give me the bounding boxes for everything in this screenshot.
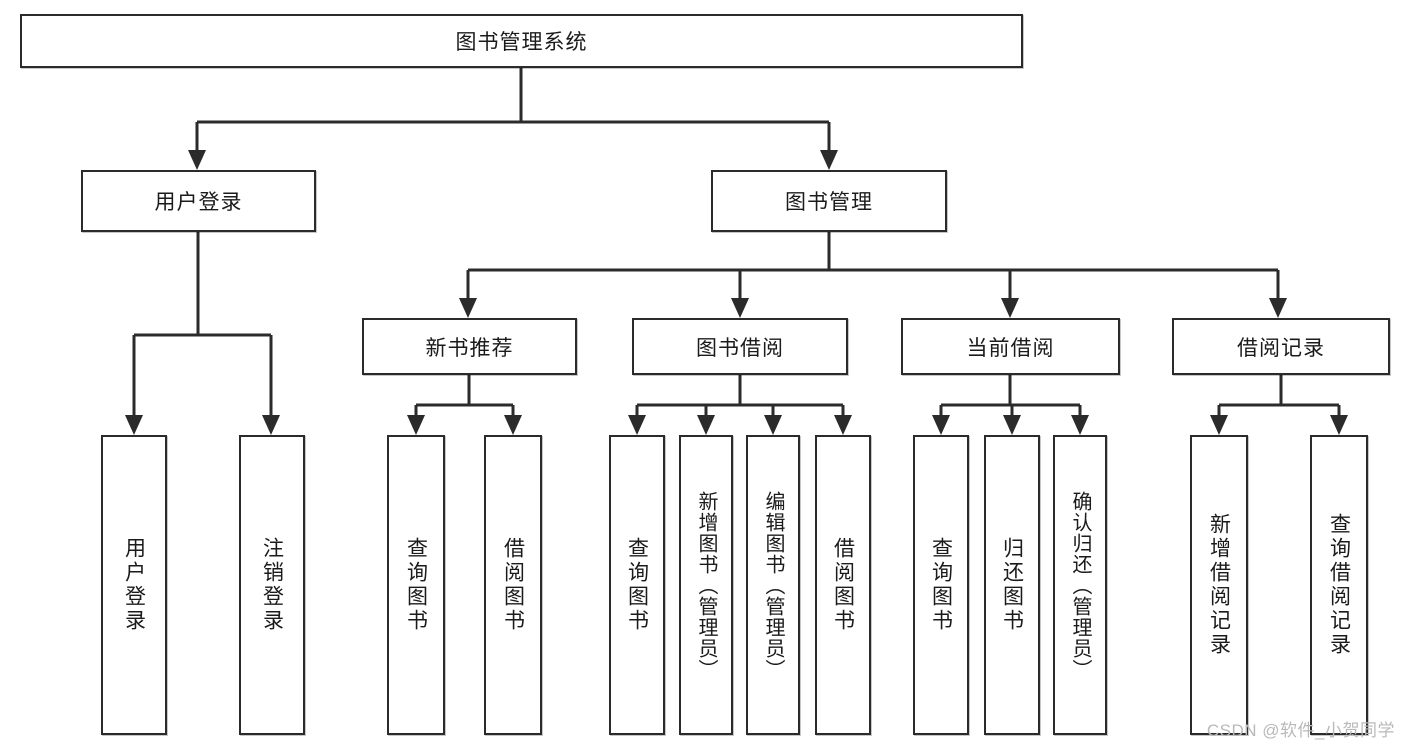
arrowhead-icon <box>504 415 522 435</box>
node-leaf-query-record[interactable]: 查询借阅记录 <box>1310 435 1368 735</box>
arrowhead-icon <box>1001 298 1019 318</box>
node-label: 图书借阅 <box>696 336 784 360</box>
node-leaf-query-book-1[interactable]: 查询图书 <box>387 435 445 735</box>
node-leaf-logout[interactable]: 注销登录 <box>239 435 305 735</box>
arrowhead-icon <box>697 415 715 435</box>
node-leaf-return-book[interactable]: 归还图书 <box>984 435 1040 735</box>
node-leaf-borrow-book-1[interactable]: 借阅图书 <box>484 435 542 735</box>
node-label: 借阅记录 <box>1237 336 1325 360</box>
node-leaf-borrow-book-2[interactable]: 借阅图书 <box>815 435 871 735</box>
node-label: 查询图书 <box>404 537 428 633</box>
node-label: 当前借阅 <box>966 336 1055 360</box>
node-leaf-confirm-return[interactable]: 确认归还（管理员） <box>1053 435 1107 735</box>
node-label: 编辑图书（管理员） <box>762 490 784 680</box>
arrowhead-icon <box>1269 298 1287 318</box>
node-label: 新增借阅记录 <box>1207 513 1231 657</box>
node-label: 新增图书（管理员） <box>695 490 717 680</box>
node-label: 借阅图书 <box>501 537 525 633</box>
node-label: 查询图书 <box>625 537 649 633</box>
arrowhead-icon <box>731 298 749 318</box>
node-label: 用户登录 <box>154 191 243 214</box>
node-root[interactable]: 图书管理系统 <box>20 14 1023 68</box>
arrowhead-icon <box>628 415 646 435</box>
arrowhead-icon <box>407 415 425 435</box>
node-leaf-query-book-3[interactable]: 查询图书 <box>913 435 969 735</box>
node-label: 借阅图书 <box>831 537 855 633</box>
node-label: 注销登录 <box>260 537 284 633</box>
node-label: 归还图书 <box>1000 537 1024 633</box>
node-leaf-add-record[interactable]: 新增借阅记录 <box>1190 435 1248 735</box>
arrowhead-icon <box>262 415 280 435</box>
node-leaf-add-book[interactable]: 新增图书（管理员） <box>679 435 733 735</box>
node-book-borrow[interactable]: 图书借阅 <box>632 318 848 375</box>
node-leaf-edit-book[interactable]: 编辑图书（管理员） <box>746 435 800 735</box>
node-label: 图书管理系统 <box>455 31 588 54</box>
node-label: 查询借阅记录 <box>1327 513 1351 657</box>
arrowhead-icon <box>820 150 838 170</box>
arrowhead-icon <box>1330 415 1348 435</box>
arrowhead-icon <box>1210 415 1228 435</box>
node-label: 用户登录 <box>122 537 146 633</box>
arrowhead-icon <box>1003 415 1021 435</box>
arrowhead-icon <box>188 150 206 170</box>
arrowhead-icon <box>764 415 782 435</box>
node-book-management[interactable]: 图书管理 <box>711 170 947 232</box>
node-current-borrow[interactable]: 当前借阅 <box>901 318 1120 375</box>
arrowhead-icon <box>125 415 143 435</box>
node-borrow-record[interactable]: 借阅记录 <box>1172 318 1390 375</box>
node-user-login[interactable]: 用户登录 <box>81 170 316 232</box>
node-label: 新书推荐 <box>425 336 514 360</box>
node-leaf-user-login[interactable]: 用户登录 <box>101 435 167 735</box>
arrowhead-icon <box>459 298 477 318</box>
arrowhead-icon <box>834 415 852 435</box>
node-label: 图书管理 <box>785 191 873 214</box>
node-new-book-recommend[interactable]: 新书推荐 <box>362 318 577 375</box>
node-label: 查询图书 <box>929 537 953 633</box>
node-leaf-query-book-2[interactable]: 查询图书 <box>609 435 665 735</box>
arrowhead-icon <box>932 415 950 435</box>
csdn-watermark: CSDN @软件_小贺同学 <box>1206 721 1395 740</box>
arrowhead-icon <box>1071 415 1089 435</box>
node-label: 确认归还（管理员） <box>1069 490 1091 680</box>
